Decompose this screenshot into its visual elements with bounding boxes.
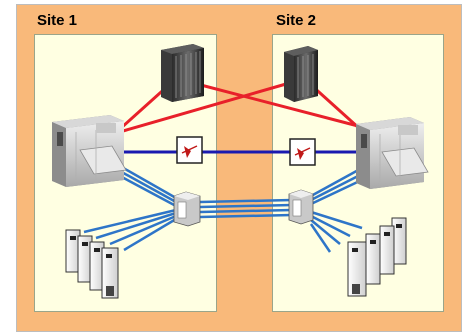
link-switch1-servers1-c [109, 214, 177, 246]
director-switch-icon [288, 189, 314, 225]
link-switch2-servers2-d [309, 223, 332, 253]
mainframe-icon [161, 44, 204, 102]
link-storage2-switch2-b [310, 171, 365, 202]
link-switch1-servers1-a [83, 208, 177, 234]
site-2-label: Site 2 [276, 12, 317, 29]
director-switch-icon [173, 191, 201, 227]
link-mf2-storage1 [122, 82, 287, 133]
site-1-label: Site 1 [37, 12, 78, 29]
storage-subsystem-icon [356, 117, 429, 189]
link-mf1-storage2 [196, 82, 359, 128]
link-switch2-servers2-c [310, 219, 341, 245]
channel-extender-icon [176, 136, 203, 164]
mainframe-icon [284, 46, 318, 102]
link-switch-isl-b [199, 203, 293, 209]
fabric-links [83, 163, 367, 253]
link-switch2-servers2-a [310, 210, 363, 230]
link-storage2-switch2-a [310, 166, 363, 198]
link-mf2-storage2 [308, 82, 362, 131]
server-rack-icon [347, 217, 407, 297]
link-switch2-servers2-b [310, 214, 351, 238]
mainframe-links [119, 82, 362, 133]
channel-extender-icon [289, 138, 316, 166]
link-storage1-switch1-b [117, 168, 177, 204]
storage-subsystem-icon [52, 115, 127, 187]
link-switch-isl-c [199, 208, 293, 214]
link-switch-isl-a [199, 198, 293, 204]
link-storage1-switch1-c [117, 173, 177, 208]
link-switch1-servers1-d [123, 217, 177, 252]
link-switch1-servers1-b [95, 211, 177, 240]
link-storage1-switch1-a [117, 163, 177, 200]
server-rack-icon [65, 229, 119, 299]
link-switch-isl-d [199, 213, 293, 219]
